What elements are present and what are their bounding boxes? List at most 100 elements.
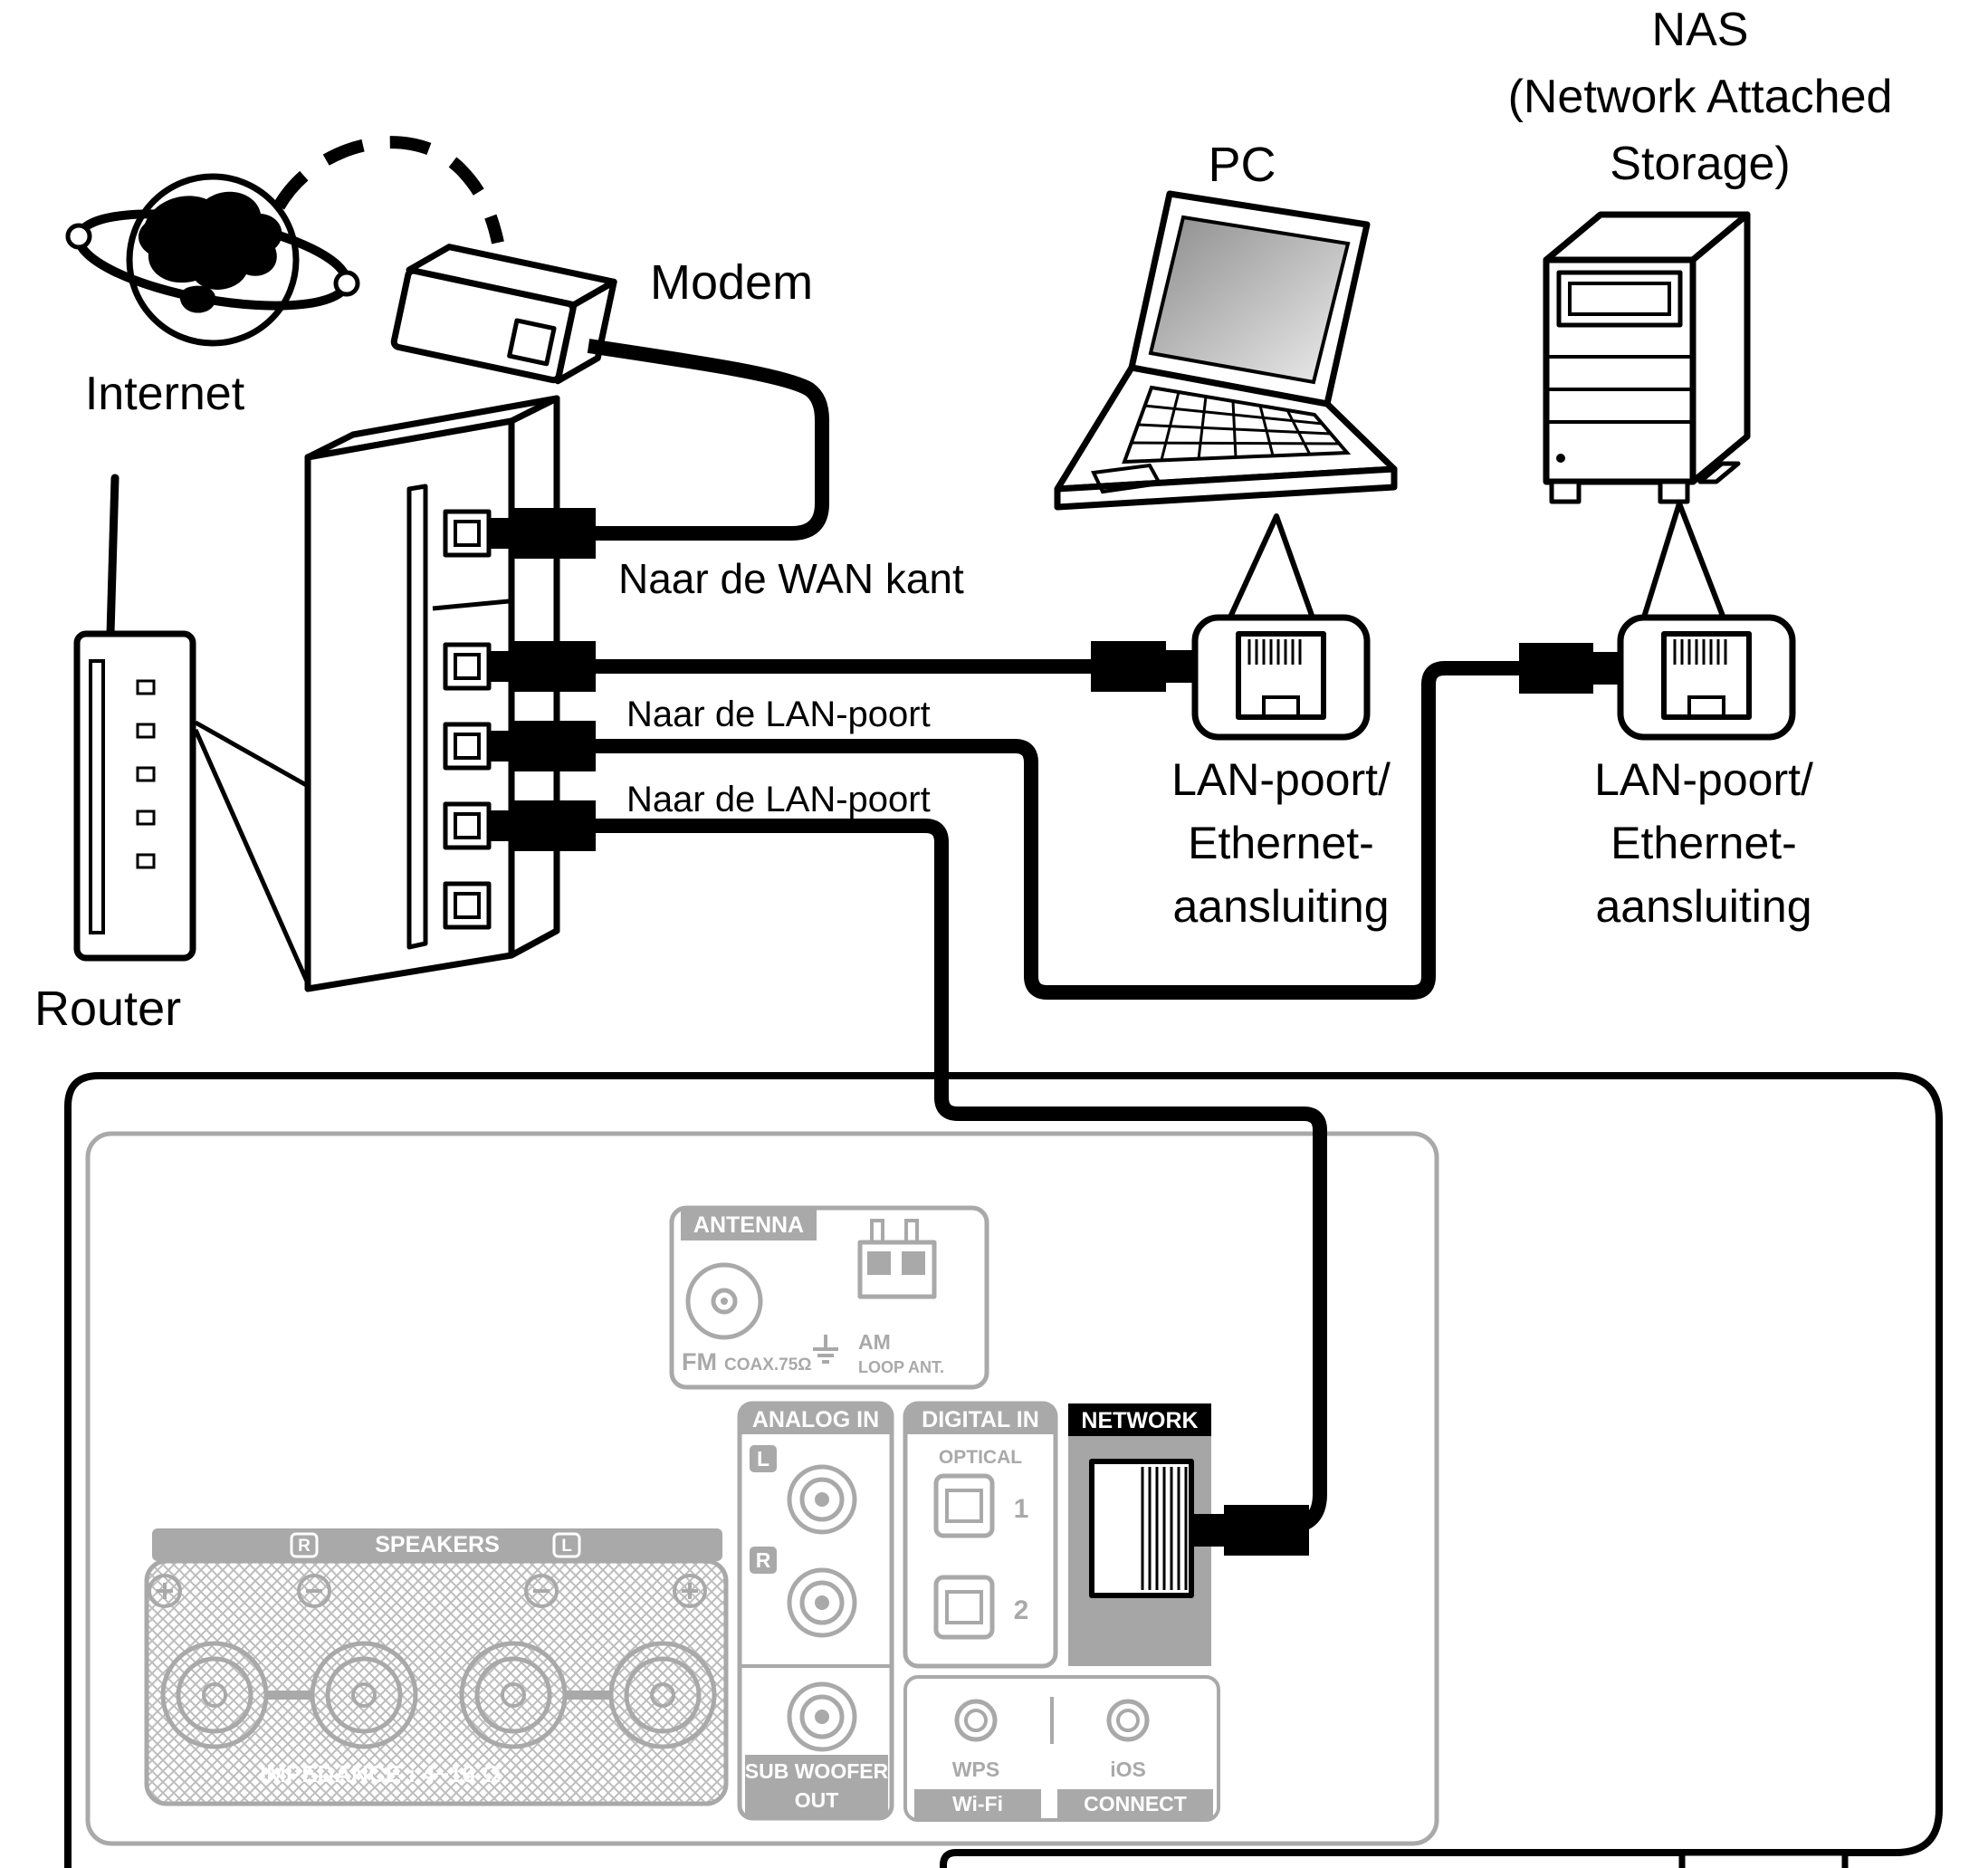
fm-coax-jack-pin	[721, 1298, 728, 1305]
wifi-label: Wi-Fi	[952, 1792, 1003, 1815]
network-rj45-jack-icon	[1089, 1459, 1194, 1598]
pc-lan-callout-pointer	[1225, 513, 1317, 626]
pc-port-label-line3: aansluiting	[1172, 881, 1389, 932]
optical-label: OPTICAL	[939, 1447, 1022, 1468]
receiver-foot	[1678, 1849, 1849, 1868]
polarity-signs	[148, 1574, 707, 1608]
lan-port-1	[443, 642, 492, 691]
analog-r-badge	[750, 1547, 777, 1574]
digital-in-section: DIGITAL IN OPTICAL 1 2	[903, 1401, 1058, 1669]
speakers-l-label: L	[561, 1537, 572, 1556]
antenna-box	[669, 1205, 989, 1390]
router-body	[73, 630, 196, 962]
lan-port-2	[443, 722, 492, 771]
optical-1-label: 1	[1014, 1494, 1029, 1524]
internet-globe-icon	[65, 173, 360, 347]
modem-icon	[390, 244, 617, 385]
analog-l-badge	[750, 1445, 777, 1472]
analog-in-box	[737, 1401, 894, 1821]
antenna-label: ANTENNA	[693, 1212, 804, 1238]
rj45-plug-pc	[1091, 641, 1195, 692]
rca-jack-subwoofer	[787, 1681, 857, 1752]
impedance-label: IMPEDANCE : 4~16 Ω	[260, 1760, 501, 1787]
lan-cable-nas	[588, 661, 1523, 1000]
fm-label: FM	[682, 1348, 717, 1375]
analog-in-section: ANALOG IN L R SUB WOOFER OUT	[737, 1401, 894, 1821]
nas-port-label-line1: LAN-poort/	[1594, 754, 1813, 805]
nas-rj45-jack-icon	[1661, 631, 1752, 720]
wps-label: WPS	[952, 1758, 999, 1781]
rj45-plug-network	[1191, 1505, 1309, 1556]
to-lan-label-2: Naar de LAN-poort	[626, 780, 931, 819]
subwoofer-label-line1: SUB WOOFER	[745, 1759, 889, 1783]
nas-port-label-line2: Ethernet-	[1610, 818, 1797, 868]
lan-port-3	[443, 801, 492, 850]
rj45-plug-wan	[489, 508, 596, 559]
wps-button	[954, 1699, 998, 1742]
fm-coax-jack	[685, 1262, 763, 1340]
modem-wan-cable	[587, 339, 829, 541]
antenna-label-bar	[681, 1210, 817, 1241]
analog-in-label: ANALOG IN	[752, 1407, 879, 1432]
optical-2-label: 2	[1014, 1595, 1029, 1625]
am-label: AM	[858, 1330, 891, 1354]
to-wan-label: Naar de WAN kant	[618, 555, 964, 602]
optical-jack-1	[933, 1473, 995, 1538]
router-antenna	[106, 474, 119, 638]
nas-lan-port-box	[1617, 614, 1796, 741]
speaker-binding-posts	[160, 1641, 717, 1749]
ios-button	[1106, 1699, 1150, 1742]
rj45-plug-lan1	[489, 641, 596, 692]
speakers-label: SPEAKERS	[375, 1532, 500, 1557]
router-device-icon	[73, 474, 196, 962]
network-label-bar	[1068, 1403, 1211, 1436]
pc-rj45-jack-icon	[1236, 631, 1326, 720]
pc-lan-port-box	[1191, 614, 1371, 741]
fm-coax-jack-inner	[711, 1288, 738, 1315]
am-loop-terminal	[857, 1219, 937, 1299]
speakers-l-badge	[552, 1532, 581, 1558]
digital-in-label-bar	[907, 1405, 1054, 1434]
optical-jack-2	[933, 1575, 995, 1640]
lan-port-4	[443, 881, 492, 930]
nas-server-icon	[1543, 211, 1751, 504]
loop-ant-label: LOOP ANT.	[858, 1358, 944, 1376]
rj45-plug-nas	[1519, 643, 1620, 694]
network-section: NETWORK	[1068, 1403, 1211, 1666]
network-label: NETWORK	[1081, 1408, 1198, 1433]
ios-label: iOS	[1110, 1758, 1146, 1781]
nas-label-line2: (Network Attached	[1508, 71, 1893, 123]
pc-port-label-line2: Ethernet-	[1188, 818, 1374, 868]
receiver-rear-panel: ANTENNA FM COAX.75Ω AM LOOP ANT.	[64, 1072, 1943, 1868]
lan-cable-receiver	[588, 819, 1327, 1534]
laptop-keyboard	[1122, 385, 1352, 465]
speakers-r-badge	[290, 1532, 319, 1558]
digital-in-box	[903, 1401, 1058, 1669]
wifi-label-bar	[914, 1789, 1041, 1818]
pc-label: PC	[1208, 138, 1276, 192]
antenna-section: ANTENNA FM COAX.75Ω AM LOOP ANT.	[669, 1205, 989, 1390]
receiver-case-outline	[64, 1072, 1943, 1868]
wifi-connect-box	[903, 1675, 1220, 1822]
wan-port	[443, 509, 492, 558]
internet-label: Internet	[85, 368, 245, 420]
rca-jack-r	[787, 1567, 857, 1638]
analog-l-label: L	[757, 1447, 769, 1470]
nas-port-label-line3: aansluiting	[1595, 881, 1811, 932]
analog-r-label: R	[756, 1548, 771, 1572]
nas-label-line3: Storage)	[1610, 138, 1790, 190]
ground-icon	[813, 1335, 838, 1364]
coax-label: COAX.75Ω	[724, 1355, 812, 1375]
digital-in-label: DIGITAL IN	[922, 1407, 1039, 1432]
modem-label: Modem	[650, 255, 813, 310]
subwoofer-label-line2: OUT	[795, 1788, 839, 1812]
router-ports-panel	[304, 395, 560, 992]
rj45-plug-lan2	[489, 721, 596, 771]
analog-in-label-bar	[741, 1405, 890, 1434]
pc-port-label-line1: LAN-poort/	[1171, 754, 1391, 805]
to-lan-label-1: Naar de LAN-poort	[626, 695, 931, 734]
nas-label-line1: NAS	[1652, 4, 1749, 56]
speakers-r-label: R	[298, 1537, 311, 1556]
